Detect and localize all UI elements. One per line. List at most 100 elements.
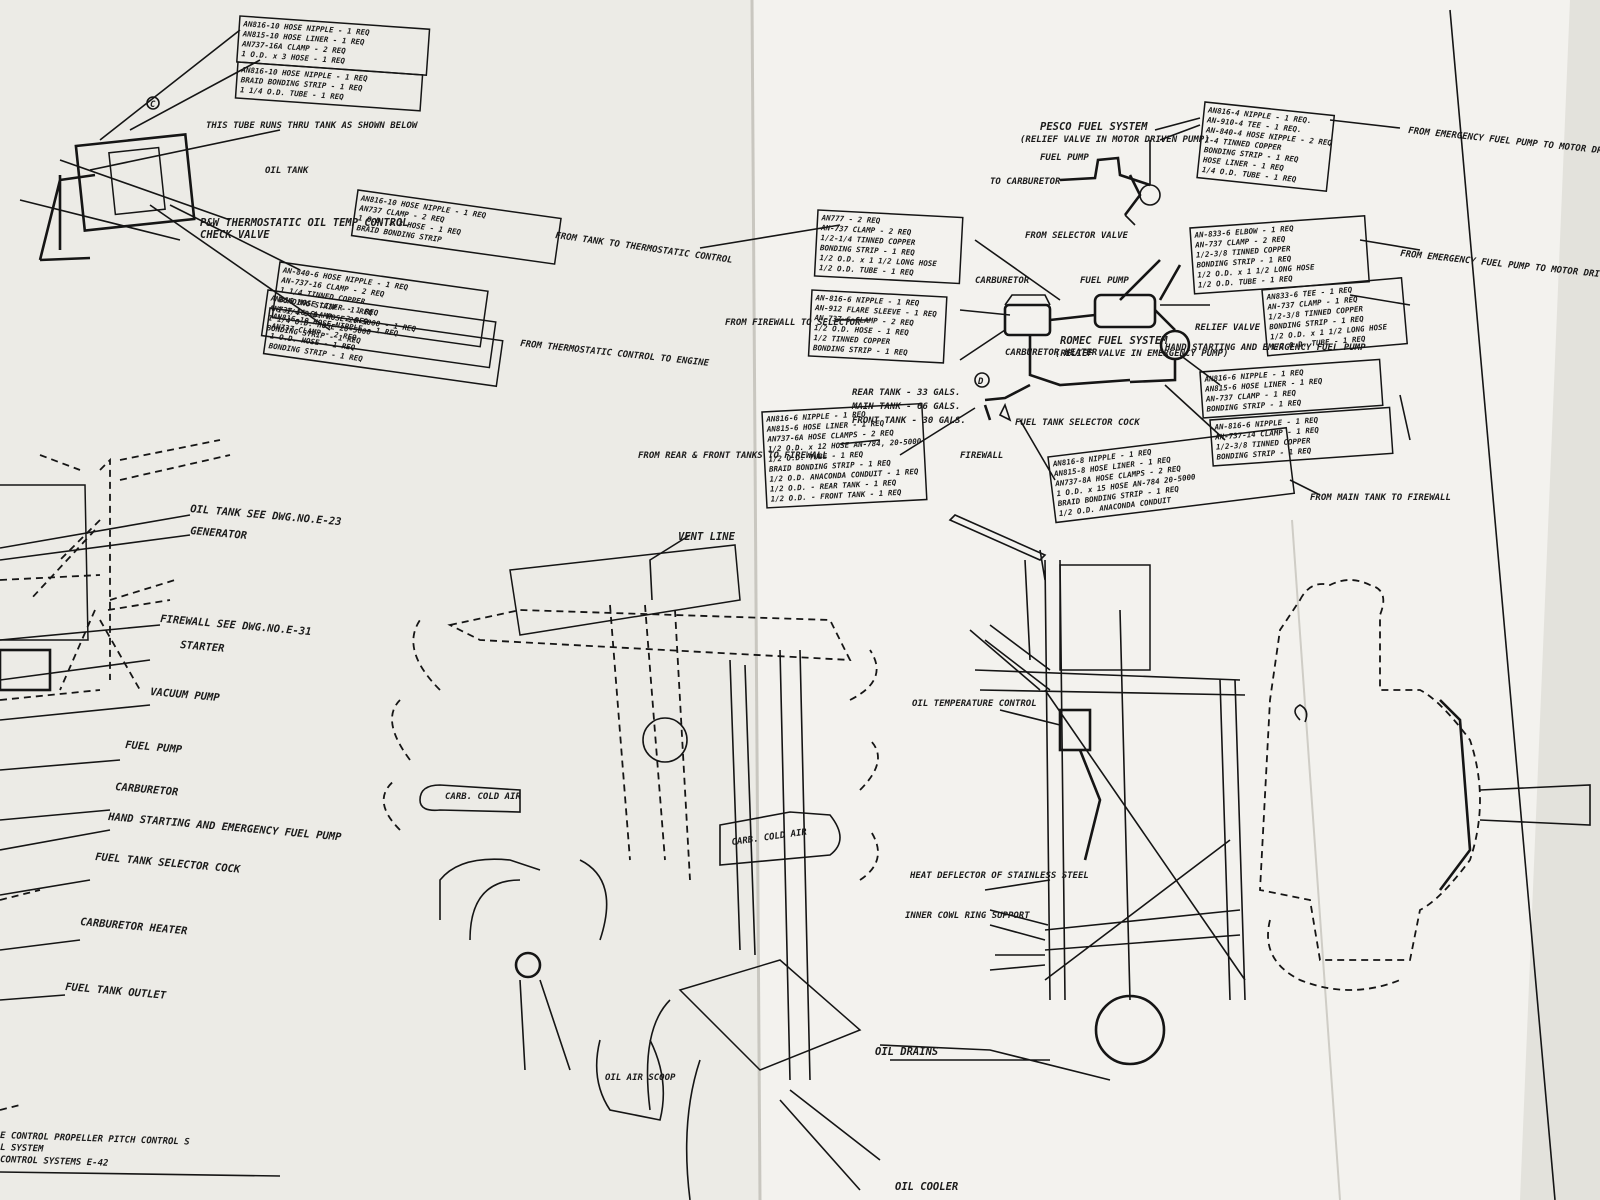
center-cylinders bbox=[609, 604, 691, 881]
oil-temp-linkage bbox=[1078, 749, 1102, 861]
right-frame-diagonal bbox=[948, 514, 1047, 561]
oil-scoop-duct bbox=[646, 999, 701, 1200]
check-valve-label: CHECK VALVE bbox=[200, 229, 270, 241]
parts-block-frame bbox=[1196, 101, 1336, 192]
main-tank-label: MAIN TANK - 66 GALS. bbox=[851, 402, 960, 412]
oil-drains-label: OIL DRAINS bbox=[875, 1046, 938, 1058]
carb-cold-air-label-1: CARB. COLD AIR bbox=[445, 792, 521, 802]
oil-cooler-radiator bbox=[1094, 994, 1166, 1066]
right-paper-sheet bbox=[752, 0, 1600, 1200]
parts-block-frame bbox=[807, 289, 948, 364]
left-frame-tubes-2 bbox=[0, 454, 101, 701]
starter-box bbox=[0, 648, 52, 692]
vent-line-label: VENT LINE bbox=[678, 531, 736, 543]
rear-tank-label: REAR TANK - 33 GALS. bbox=[852, 388, 960, 398]
parts-block-frame bbox=[1199, 358, 1384, 419]
pesco-leaders bbox=[1124, 124, 1201, 226]
circle-d-label: D bbox=[977, 377, 984, 387]
engine-port bbox=[1294, 704, 1308, 723]
romec-title: ROMEC FUEL SYSTEM bbox=[1060, 335, 1168, 347]
parts-block-frame bbox=[813, 209, 964, 285]
engine-profile-outline bbox=[1259, 579, 1481, 961]
parts-block-frame bbox=[271, 261, 489, 348]
center-pump bbox=[514, 951, 542, 979]
left-callout-label: CARBURETOR bbox=[115, 781, 179, 798]
left-frame-tubes bbox=[29, 439, 231, 691]
sheet-border-line bbox=[1449, 9, 1556, 1200]
vent-line-leader bbox=[649, 534, 691, 601]
fuel-leader-lines bbox=[899, 239, 1226, 481]
selector-cock-sketch bbox=[998, 402, 1012, 422]
engine-lower-cowl bbox=[1267, 919, 1401, 991]
oil-tank-label: OIL TANK bbox=[265, 166, 310, 176]
carb-cold-air-duct-1 bbox=[419, 784, 521, 813]
parts-block-frame bbox=[761, 402, 928, 509]
emergency-pump-body bbox=[1159, 329, 1191, 361]
oil-drains-leader bbox=[879, 1044, 1111, 1081]
paper-shadow bbox=[1520, 0, 1600, 1200]
pesco-fuel-pump-label: FUEL PUMP bbox=[1040, 153, 1089, 163]
footer-note: CONTROL SYSTEMS E-42 bbox=[0, 1155, 109, 1169]
front-tank-label: FRONT TANK - 30 GALS. bbox=[852, 416, 966, 426]
right-frame-struts bbox=[969, 624, 1051, 691]
left-box-outline bbox=[0, 484, 89, 641]
circle-c-label: C bbox=[150, 100, 156, 110]
left-frame-tubes-3 bbox=[0, 889, 41, 1111]
cowl-outline bbox=[382, 619, 879, 881]
parts-block-frame bbox=[234, 61, 424, 112]
from-firewall-note: FROM FIREWALL TO SELECTOR bbox=[725, 318, 861, 328]
parts-block-frame bbox=[1209, 406, 1394, 467]
center-gear bbox=[642, 717, 688, 763]
thermostatic-label: P&W THERMOSTATIC OIL TEMP CONTROL bbox=[200, 217, 409, 229]
relief-valve-label: RELIEF VALVE bbox=[1195, 323, 1261, 333]
carburetor-label: CARBURETOR bbox=[975, 276, 1030, 286]
carburetor-heater-label: CARBURETOR HEATER bbox=[1005, 348, 1098, 358]
oil-cooler-label: OIL COOLER bbox=[895, 1181, 958, 1193]
oil-line-left bbox=[38, 173, 96, 262]
oil-air-scoop-label: OIL AIR SCOOP bbox=[605, 1073, 676, 1083]
parts-block-line: AN777 - 2 REQ bbox=[820, 213, 881, 225]
oil-air-scoop-body bbox=[678, 959, 862, 1071]
paper-fold bbox=[750, 0, 762, 1200]
firewall-label-top: FIREWALL bbox=[960, 451, 1003, 461]
hand-starting-label: HAND STARTING AND EMERGENCY FUEL PUMP bbox=[1164, 343, 1366, 353]
parts-block-frame bbox=[260, 289, 497, 369]
propeller-shaft bbox=[1479, 784, 1591, 826]
heat-deflector-label: HEAT DEFLECTOR OF STAINLESS STEEL bbox=[909, 871, 1089, 881]
pesco-title: PESCO FUEL SYSTEM bbox=[1040, 121, 1148, 133]
oil-temp-control-label: OIL TEMPERATURE CONTROL bbox=[912, 699, 1037, 709]
parts-block-frame bbox=[1261, 276, 1409, 357]
inner-cowl-ring-label: INNER COWL RING SUPPORT bbox=[905, 911, 1030, 921]
paper-crease bbox=[1291, 519, 1341, 1200]
oil-temp-control-unit bbox=[1058, 708, 1092, 752]
fuel-pump-label: FUEL PUMP bbox=[1080, 276, 1129, 286]
circle-d-marker bbox=[974, 372, 990, 388]
tube-note: THIS TUBE RUNS THRU TANK AS SHOWN BELOW bbox=[206, 121, 419, 131]
center-pipes bbox=[439, 858, 608, 941]
parts-block-pesco: AN816-4 NIPPLE - 1 REQ.AN-910-4 TEE - 1 … bbox=[1196, 101, 1336, 192]
from-rear-front-note: FROM REAR & FRONT TANKS TO FIREWALL bbox=[638, 451, 828, 461]
parts-block-frame bbox=[350, 189, 562, 265]
footer-rule bbox=[0, 1171, 281, 1177]
oil-air-scoop-outline bbox=[595, 1039, 665, 1121]
right-leader-lines bbox=[984, 709, 1061, 941]
oil-tank-outline bbox=[74, 133, 196, 232]
oil-cooler-leader bbox=[779, 1089, 881, 1191]
center-drain-lines bbox=[519, 979, 571, 1071]
left-paper-sheet bbox=[0, 0, 760, 1200]
pesco-note: (RELIEF VALVE IN MOTOR DRIVEN PUMP) bbox=[1020, 135, 1210, 145]
to-carburetor-label: TO CARBURETOR bbox=[990, 177, 1061, 187]
from-selector-valve-label: FROM SELECTOR VALVE bbox=[1025, 231, 1129, 241]
left-callout-label: STARTER bbox=[180, 639, 225, 655]
parts-block-line: 1/2 TINNED COPPER bbox=[813, 333, 891, 346]
carburetor-top bbox=[1004, 294, 1051, 306]
left-engine-frame bbox=[0, 439, 231, 1111]
center-engine-view bbox=[382, 534, 881, 1200]
left-callout-label: GENERATOR bbox=[190, 525, 248, 542]
oil-dilutor-box bbox=[108, 146, 166, 216]
